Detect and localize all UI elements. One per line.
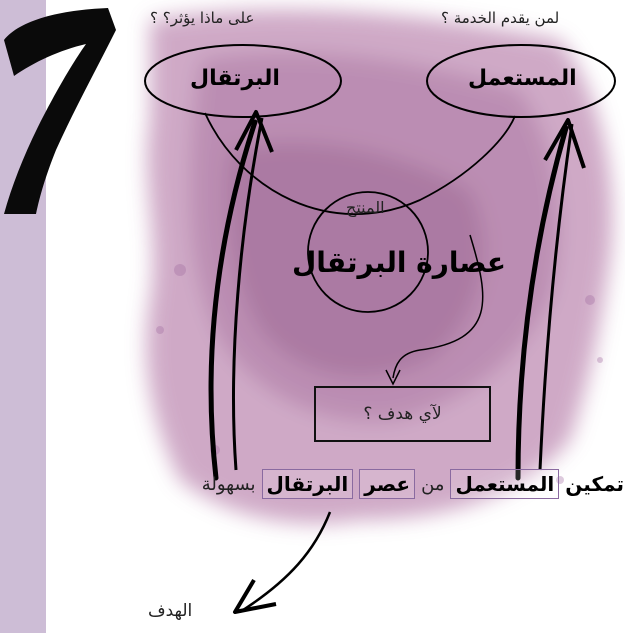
sentence-word-easily: بسهولة — [201, 473, 256, 495]
sentence-word-from: من — [421, 473, 445, 495]
goal-label: الهدف — [148, 601, 193, 621]
ellipse-label-orange: البرتقال — [190, 66, 280, 91]
question-what-affects: على ماذا يؤثر؟ ؟ — [150, 9, 255, 27]
product-label: المنتج — [346, 198, 385, 217]
sentence-word-orange: البرتقال — [261, 469, 354, 499]
goal-question-box: لآي هدف ؟ — [314, 386, 491, 442]
side-strip — [0, 0, 46, 633]
sentence-word-squeeze: عصر — [359, 469, 416, 499]
sentence-word-user: المستعمل — [450, 469, 560, 499]
step-number-7 — [4, 8, 116, 214]
ellipse-label-user: المستعمل — [468, 66, 577, 91]
goal-question-text: لآي هدف ؟ — [363, 404, 442, 424]
product-name: عصارة البرتقال — [292, 246, 507, 279]
sentence-word-enable: تمكين — [565, 472, 624, 496]
goal-sentence: تمكين المستعمل من عصر البرتقال بسهولة — [104, 458, 624, 510]
question-who-serves: لمن يقدم الخدمة ؟ — [441, 9, 560, 27]
